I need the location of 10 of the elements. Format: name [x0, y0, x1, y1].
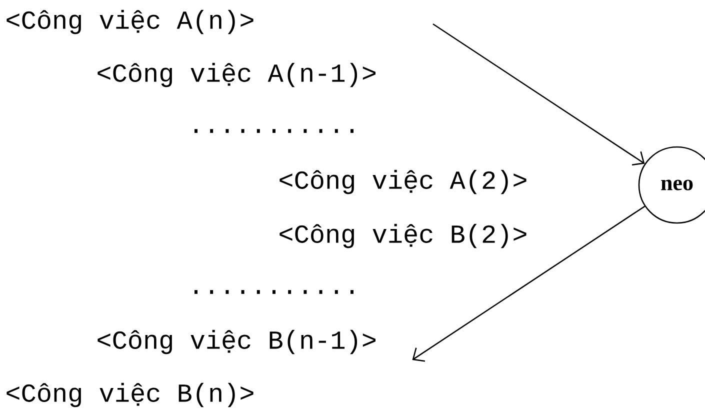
- code-line: <Công việc B(2)>: [280, 224, 526, 248]
- code-line: <Công việc B(n)>: [6, 382, 254, 408]
- code-line: <Công việc A(2)>: [280, 170, 526, 194]
- arrow: [412, 206, 646, 362]
- code-line: <Công việc A(n)>: [6, 10, 254, 34]
- code-line: <Công việc A(n-1)>: [98, 62, 376, 88]
- code-line: <Công việc B(n-1)>: [98, 330, 376, 354]
- arrow: [432, 23, 645, 166]
- code-line: ...........: [194, 290, 354, 294]
- code-line: ...........: [194, 129, 354, 133]
